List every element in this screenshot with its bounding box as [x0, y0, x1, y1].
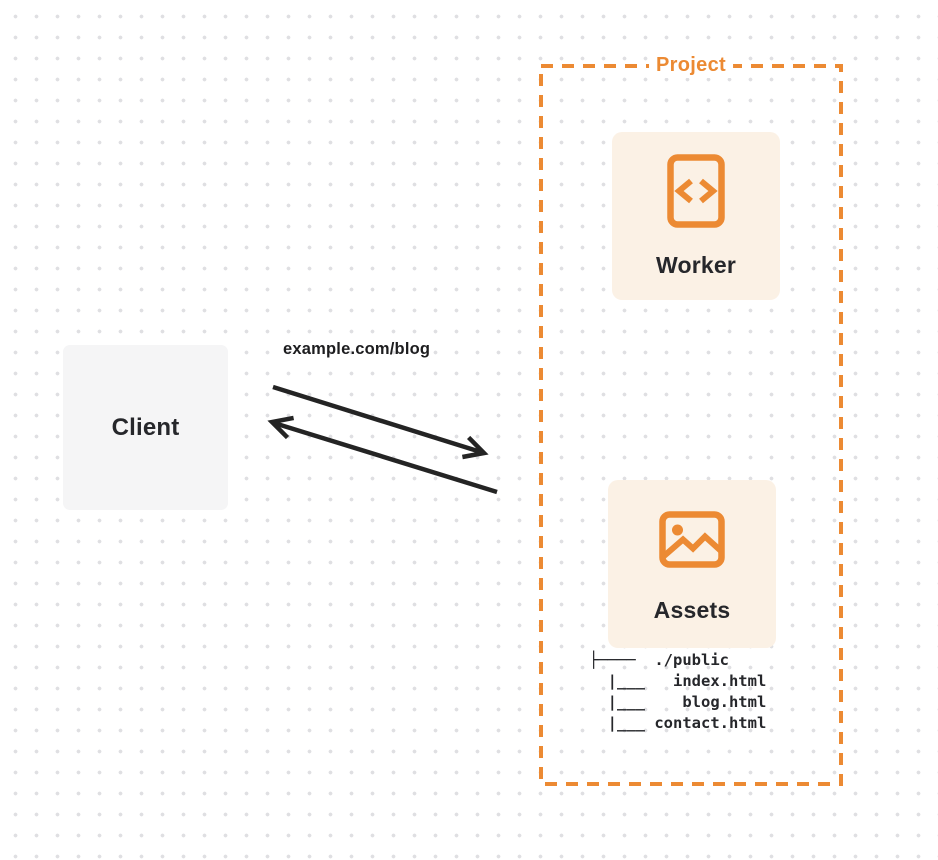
assets-label: Assets [653, 597, 731, 623]
image-icon [659, 511, 725, 568]
code-file-icon [667, 154, 725, 228]
response-arrow [267, 415, 498, 495]
project-label: Project [649, 52, 733, 78]
worker-node: Worker [612, 132, 780, 300]
client-label: Client [111, 413, 180, 441]
request-url-label: example.com/blog [283, 340, 431, 358]
worker-label: Worker [655, 252, 737, 278]
request-arrow [272, 384, 489, 460]
project-boundary: Project [539, 52, 843, 786]
assets-file-tree: ├──── ./public |___ index.html |___ blog… [589, 651, 767, 732]
client-node: Client [63, 345, 228, 510]
assets-node: Assets [608, 480, 776, 648]
